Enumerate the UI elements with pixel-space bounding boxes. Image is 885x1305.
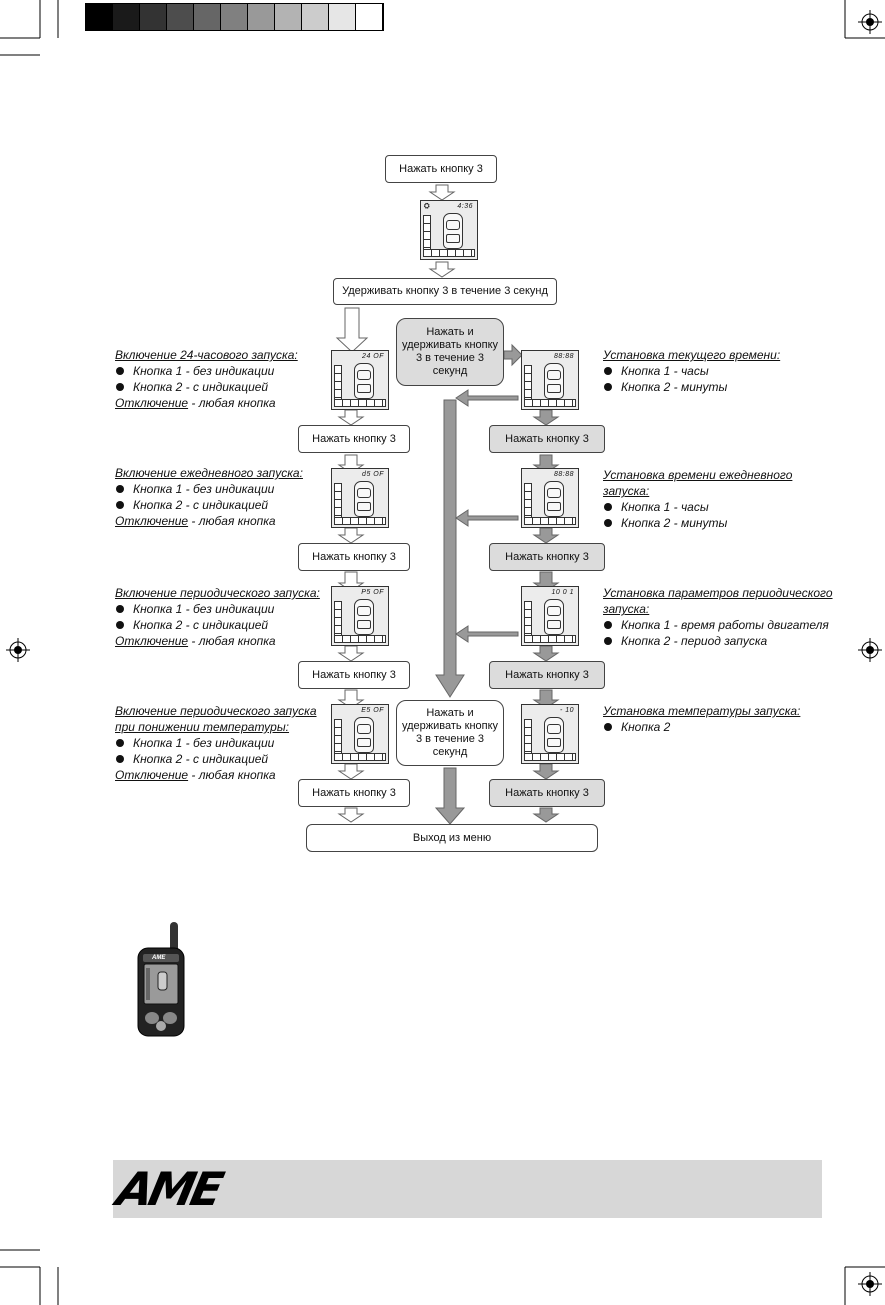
press-button-3-box: Нажать кнопку 3: [385, 155, 497, 183]
car-icon: [354, 717, 374, 753]
car-lock-icon: ⛭: [424, 203, 430, 210]
press-button-3-box: Нажать кнопку 3: [298, 661, 410, 689]
calibration-swatch: [329, 4, 356, 30]
car-icon: [354, 599, 374, 635]
remote-brand-label: AME: [152, 955, 166, 961]
calibration-swatch: [356, 4, 383, 30]
car-icon: [544, 599, 564, 635]
note-set-temperature: Установка температуры запуска: Кнопка 2: [603, 703, 833, 735]
lcd-display-clock: 88:88: [521, 350, 579, 410]
lcd-readout: 4:36: [457, 203, 473, 210]
note-set-clock: Установка текущего времени: Кнопка 1 - ч…: [603, 347, 833, 395]
car-icon: [354, 481, 374, 517]
lcd-display-top: 4:36 ⛭: [420, 200, 478, 260]
calibration-swatch: [167, 4, 194, 30]
car-icon: [544, 481, 564, 517]
car-icon: [544, 363, 564, 399]
lcd-display-24h: 24 OF: [331, 350, 389, 410]
note-set-periodic: Установка параметров периодического запу…: [603, 585, 838, 649]
lcd-display-temp-set: - 10: [521, 704, 579, 764]
note-set-daily-time: Установка времени ежедневного запуска: К…: [603, 467, 833, 531]
lcd-display-daily: d5 OF: [331, 468, 389, 528]
press-button-3-box: Нажать кнопку 3: [298, 543, 410, 571]
registration-mark-icon: [858, 638, 882, 662]
exit-menu-box: Выход из меню: [306, 824, 598, 852]
press-button-3-box: Нажать кнопку 3: [489, 661, 605, 689]
calibration-swatch: [221, 4, 248, 30]
car-icon: [544, 717, 564, 753]
ame-logo: AME: [112, 1162, 225, 1216]
lcd-display-periodic-params: 10 0 1: [521, 586, 579, 646]
lcd-display-temperature: E5 OF: [331, 704, 389, 764]
calibration-swatch: [275, 4, 302, 30]
footer-band: [113, 1160, 822, 1218]
registration-mark-icon: [858, 1272, 882, 1296]
registration-mark-icon: [6, 638, 30, 662]
car-icon: [443, 213, 463, 249]
calibration-swatch: [86, 4, 113, 30]
calibration-swatch: [248, 4, 275, 30]
note-24h-start: Включение 24-часового запуска: Кнопка 1 …: [115, 347, 320, 411]
lcd-display-daily-time: 88:88: [521, 468, 579, 528]
lcd-display-periodic: P5 OF: [331, 586, 389, 646]
press-button-3-box: Нажать кнопку 3: [489, 543, 605, 571]
press-button-3-box: Нажать кнопку 3: [298, 779, 410, 807]
calibration-bar: [85, 3, 384, 31]
remote-control-image: [137, 922, 185, 1037]
calibration-swatch: [140, 4, 167, 30]
note-temperature-start: Включение периодического запуска при пон…: [115, 703, 325, 783]
press-button-3-box: Нажать кнопку 3: [489, 425, 605, 453]
calibration-swatch: [194, 4, 221, 30]
note-daily-start: Включение ежедневного запуска: Кнопка 1 …: [115, 465, 320, 529]
press-hold-box-1: Нажать и удерживать кнопку 3 в течение 3…: [396, 318, 504, 386]
calibration-swatch: [302, 4, 329, 30]
press-button-3-box: Нажать кнопку 3: [489, 779, 605, 807]
press-button-3-box: Нажать кнопку 3: [298, 425, 410, 453]
press-hold-box-2: Нажать и удерживать кнопку 3 в течение 3…: [396, 700, 504, 766]
hold-button-3-box: Удерживать кнопку 3 в течение 3 секунд: [333, 278, 557, 305]
calibration-swatch: [113, 4, 140, 30]
car-icon: [354, 363, 374, 399]
registration-mark-icon: [858, 10, 882, 34]
note-periodic-start: Включение периодического запуска: Кнопка…: [115, 585, 325, 649]
